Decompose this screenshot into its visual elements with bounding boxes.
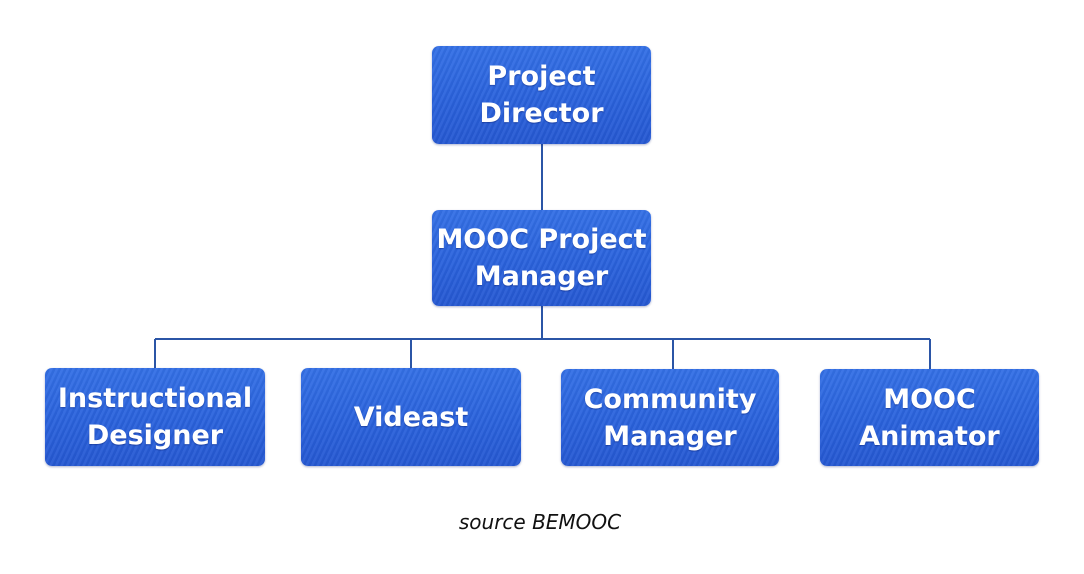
source-caption: source BEMOOC (458, 510, 622, 534)
node-videast: Videast (301, 368, 521, 466)
node-project-director: Project Director (432, 46, 651, 144)
node-mooc-project-manager: MOOC Project Manager (432, 210, 651, 306)
node-mooc-animator: MOOC Animator (820, 369, 1039, 466)
node-instructional-designer: Instructional Designer (45, 368, 265, 466)
node-community-manager: Community Manager (561, 369, 779, 466)
